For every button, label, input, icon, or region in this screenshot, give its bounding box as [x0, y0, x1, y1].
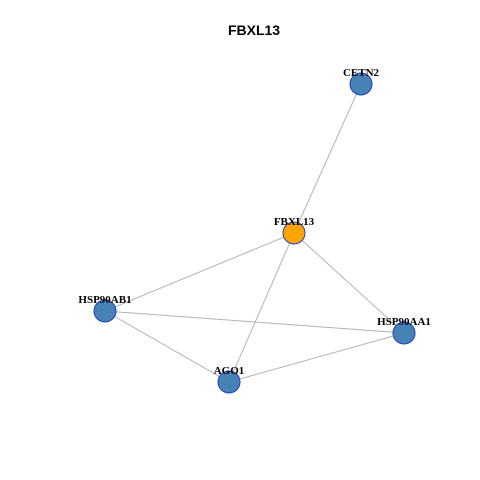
node-ago1: [217, 370, 241, 394]
nodes-layer: [93, 72, 416, 394]
node-label-ago1: AGO1: [214, 365, 245, 377]
node-label-hsp90ab1: HSP90AB1: [78, 294, 131, 306]
edge-fbxl13-hsp90aa1: [293, 232, 405, 334]
edge-ago1-hsp90aa1: [228, 332, 405, 383]
edge-fbxl13-cetn2: [293, 83, 362, 234]
edges-layer: [104, 83, 405, 383]
node-cetn2: [349, 72, 373, 96]
edge-hsp90ab1-hsp90aa1: [104, 310, 405, 334]
node-label-cetn2: CETN2: [343, 67, 380, 79]
edge-fbxl13-ago1: [228, 232, 295, 383]
node-label-hsp90aa1: HSP90AA1: [377, 316, 431, 328]
node-fbxl13: [282, 221, 306, 245]
node-label-fbxl13: FBXL13: [274, 216, 315, 228]
edge-hsp90ab1-ago1: [104, 310, 230, 383]
edge-fbxl13-hsp90ab1: [104, 232, 295, 312]
diagram-title: FBXL13: [228, 22, 280, 38]
node-hsp90ab1: [93, 299, 117, 323]
node-hsp90aa1: [392, 321, 416, 345]
